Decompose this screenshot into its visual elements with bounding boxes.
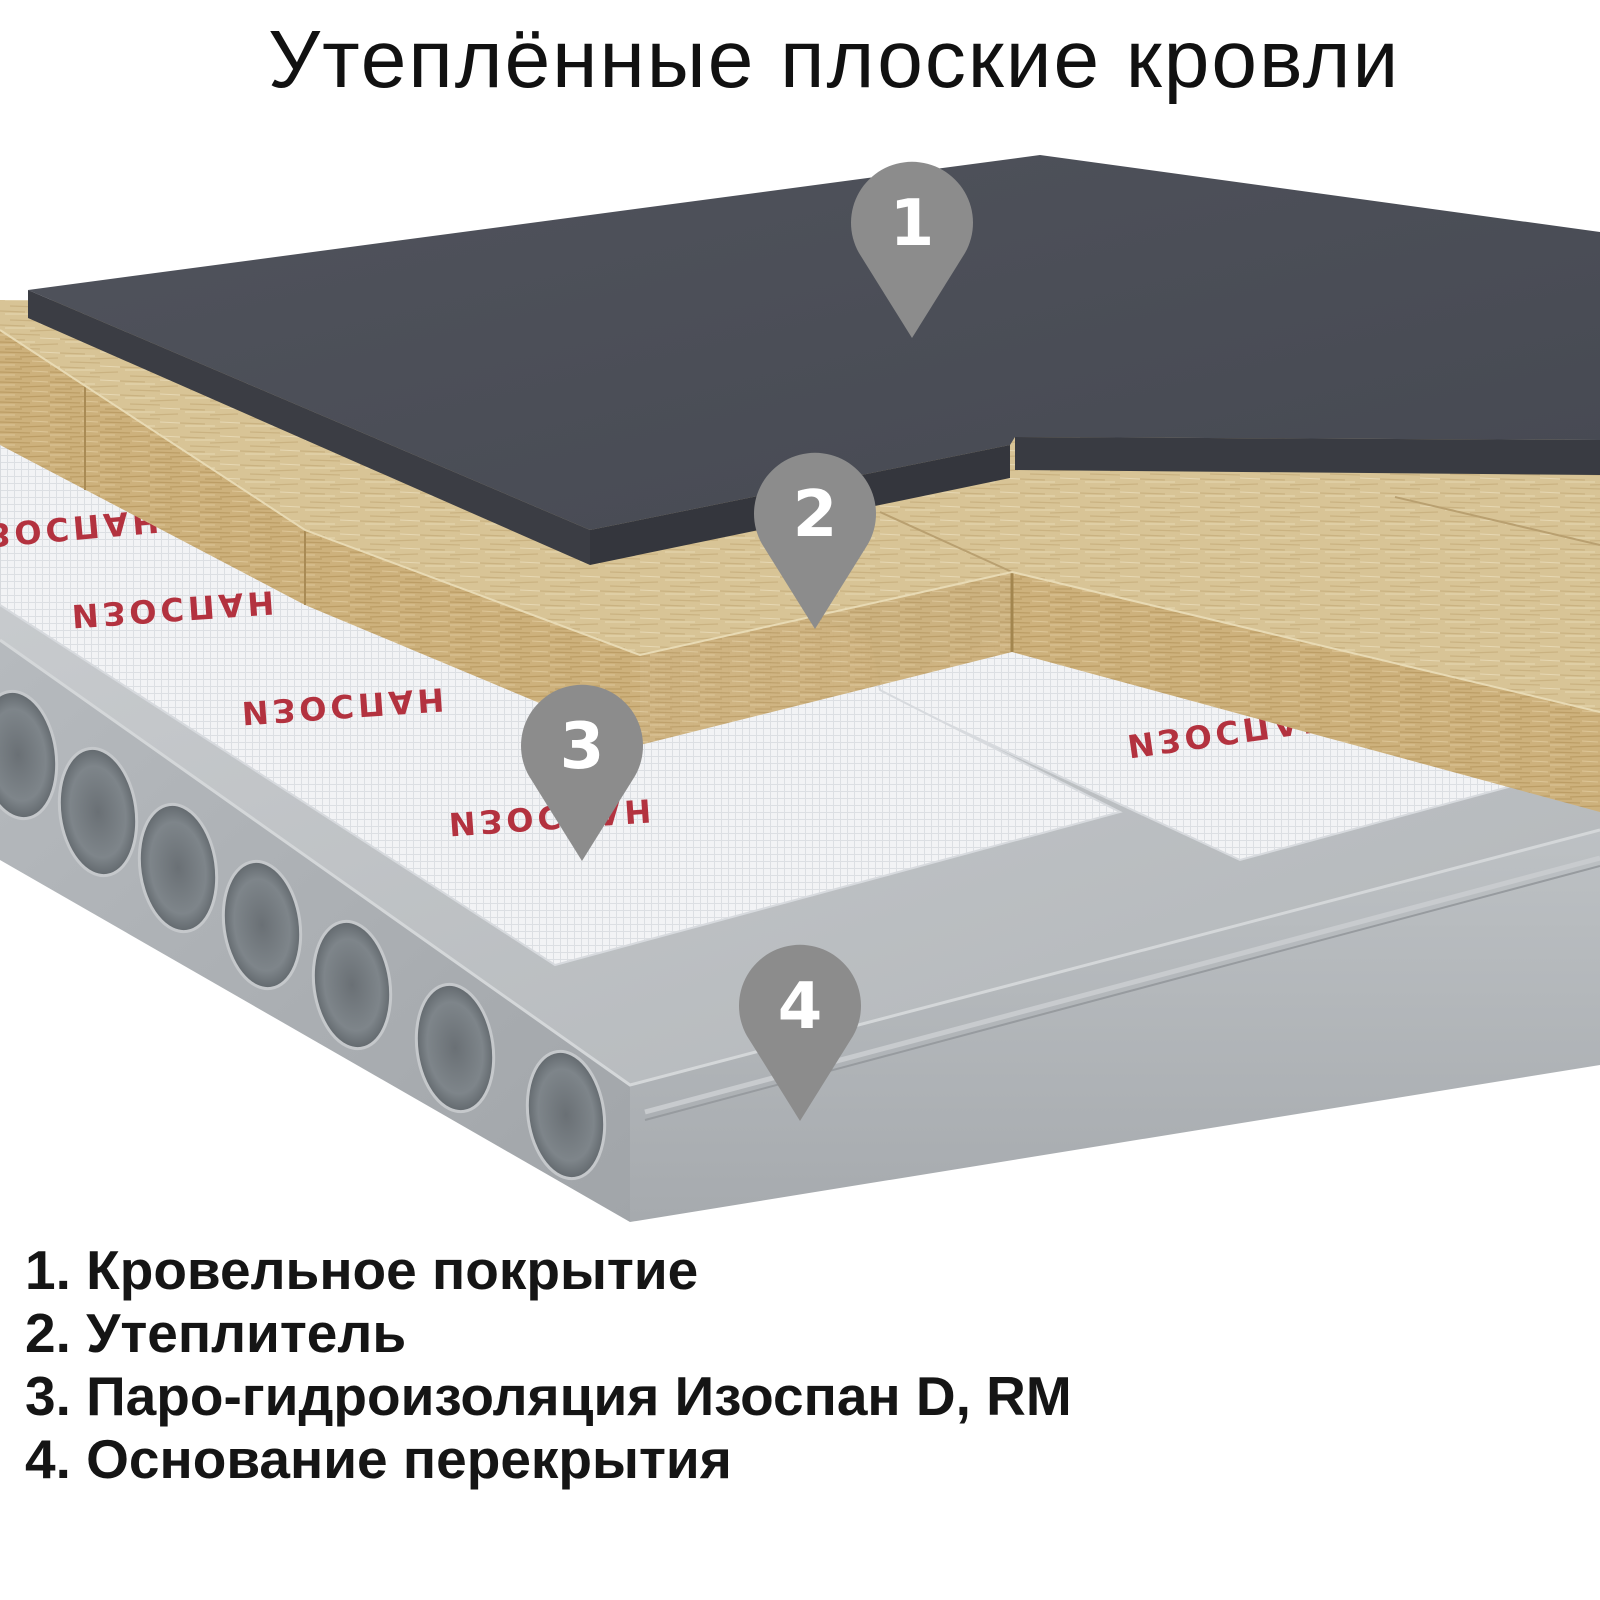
legend-item-roof-cover: 1. Кровельное покрытие — [25, 1239, 699, 1301]
marker-pin-shape — [739, 944, 861, 1121]
page-title: Утеплённые плоские кровли — [268, 14, 1401, 105]
slab-hole — [221, 859, 303, 991]
slab-hollow-cores — [0, 689, 607, 1181]
insulation-face-left — [0, 330, 305, 605]
insulation-face-right-board — [1012, 572, 1600, 812]
roofing-edge-left — [28, 290, 590, 565]
marker-3: 3 — [521, 684, 643, 861]
insulation-board-joints — [84, 386, 1600, 652]
marker-number: 3 — [560, 710, 605, 784]
marker-pin-shape — [851, 161, 973, 338]
marker-4: 4 — [739, 944, 861, 1121]
slab-hole — [525, 1049, 607, 1181]
slab-hole — [57, 746, 139, 878]
insulation-edge-highlight — [0, 329, 1600, 713]
marker-pin-shape — [754, 452, 876, 629]
marker-number: 2 — [793, 478, 838, 552]
marker-pin-shape — [521, 684, 643, 861]
layers-legend: 1. Кровельное покрытие 2. Утеплитель 3. … — [25, 1239, 1072, 1491]
board-joint-line — [1394, 496, 1600, 546]
legend-item-vapour-barrier: 3. Паро-гидроизоляция Изоспан D, RM — [25, 1365, 1072, 1427]
slab-hole — [414, 982, 496, 1114]
marker-2: 2 — [754, 452, 876, 629]
marker-1: 1 — [851, 161, 973, 338]
slab-hole — [311, 919, 393, 1051]
legend-item-slab-base: 4. Основание перекрытия — [25, 1428, 732, 1490]
legend-item-insulation: 2. Утеплитель — [25, 1302, 407, 1364]
marker-number: 1 — [890, 187, 935, 261]
board-joint-line — [879, 511, 1013, 573]
marker-number: 4 — [778, 970, 823, 1044]
insulation-face-front-right — [640, 572, 1012, 745]
roofing-top-surface — [28, 155, 1600, 530]
slab-hole — [137, 802, 219, 934]
slab-side-face — [630, 830, 1600, 1222]
roofing-edge-right — [1015, 437, 1600, 475]
slab-edge-highlight — [0, 638, 1600, 1087]
layer-1-roofing-cover — [28, 155, 1600, 565]
slab-hole — [0, 689, 59, 821]
